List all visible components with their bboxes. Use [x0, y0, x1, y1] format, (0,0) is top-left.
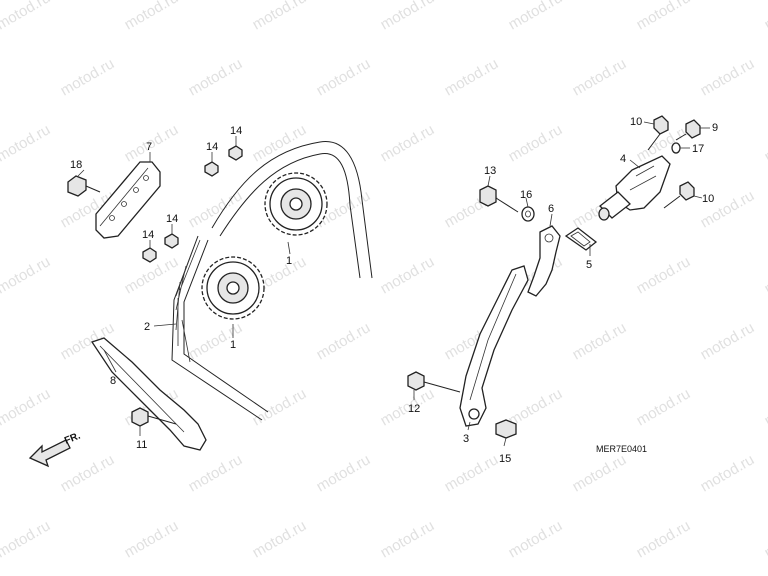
callout-14-b: 14 — [206, 141, 218, 153]
callout-16: 16 — [520, 189, 532, 201]
washer-17[interactable] — [671, 142, 681, 154]
watermark-text: motod.ru — [250, 517, 310, 561]
diagram-code: MER7E0401 — [596, 444, 647, 454]
watermark-text: motod.ru — [0, 253, 53, 297]
bolt-10-lower[interactable] — [663, 181, 695, 209]
cam-sprocket-upper[interactable] — [264, 172, 328, 236]
callout-14-c: 14 — [166, 213, 178, 225]
callout-17: 17 — [692, 143, 704, 155]
callout-3: 3 — [463, 433, 469, 445]
callout-12: 12 — [408, 403, 420, 415]
watermark-text: motod.ru — [762, 517, 768, 561]
watermark-text: motod.ru — [378, 517, 438, 561]
cam-chain-2[interactable] — [171, 141, 373, 421]
watermark-text: motod.ru — [506, 517, 566, 561]
callout-leaders — [77, 121, 710, 447]
callout-5: 5 — [586, 259, 592, 271]
tensioner-pivot-bracket[interactable] — [527, 225, 561, 297]
cam-sprocket-lower[interactable] — [201, 256, 265, 320]
watermark-text: motod.ru — [570, 319, 630, 363]
watermark-text: motod.ru — [58, 55, 118, 99]
bolt-14-c[interactable] — [164, 233, 179, 249]
watermark-text: motod.ru — [698, 319, 758, 363]
watermark-text: motod.ru — [634, 385, 694, 429]
cam-chain-guide-8[interactable] — [90, 337, 207, 451]
watermark-text: motod.ru — [634, 517, 694, 561]
callout-14-a: 14 — [230, 125, 242, 137]
watermark-text: motod.ru — [378, 0, 438, 33]
bolt-10-upper[interactable] — [647, 115, 669, 151]
watermark-text: motod.ru — [186, 451, 246, 495]
watermark-text: motod.ru — [762, 253, 768, 297]
watermark-text: motod.ru — [762, 385, 768, 429]
watermark-text: motod.ru — [378, 121, 438, 165]
watermark-text: motod.ru — [250, 385, 310, 429]
front-direction-arrow: FR. — [28, 430, 82, 468]
tensioner-gasket[interactable] — [564, 227, 598, 251]
watermark-text: motod.ru — [186, 187, 246, 231]
fr-label: FR. — [63, 430, 82, 446]
watermark-text: motod.ru — [378, 253, 438, 297]
watermark-text: motod.ru — [698, 55, 758, 99]
watermark-text: motod.ru — [314, 55, 374, 99]
watermark-text: motod.ru — [186, 55, 246, 99]
bolt-18[interactable] — [67, 175, 101, 197]
watermark-text: motod.ru — [442, 55, 502, 99]
callout-2: 2 — [144, 321, 150, 333]
watermark-text: motod.ru — [250, 0, 310, 33]
watermark-text: motod.ru — [122, 517, 182, 561]
bolt-14-b[interactable] — [204, 161, 219, 177]
callout-10-upper: 10 — [630, 116, 642, 128]
callout-13: 13 — [484, 165, 496, 177]
bolt-14-d[interactable] — [142, 247, 157, 263]
watermark-text: motod.ru — [442, 451, 502, 495]
bolt-15[interactable] — [495, 419, 517, 439]
watermark-text: motod.ru — [122, 0, 182, 33]
watermark-text: motod.ru — [250, 121, 310, 165]
callout-15: 15 — [499, 453, 511, 465]
watermark-text: motod.ru — [698, 451, 758, 495]
watermark-text: motod.ru — [570, 55, 630, 99]
watermark-text: motod.ru — [570, 451, 630, 495]
callout-9: 9 — [712, 122, 718, 134]
watermark-text: motod.ru — [762, 121, 768, 165]
callout-8: 8 — [110, 375, 116, 387]
callout-1-upper: 1 — [286, 255, 292, 267]
watermark-text: motod.ru — [314, 451, 374, 495]
watermark-text: motod.ru — [186, 319, 246, 363]
cam-chain-guide-bracket[interactable] — [95, 161, 161, 239]
washer-16[interactable] — [521, 206, 535, 222]
watermark-text: motod.ru — [762, 0, 768, 33]
watermark-text: motod.ru — [506, 0, 566, 33]
watermark-text: motod.ru — [0, 0, 53, 33]
bolt-14-a[interactable] — [228, 145, 243, 161]
callout-6: 6 — [548, 203, 554, 215]
callout-4: 4 — [620, 153, 626, 165]
watermark-text: motod.ru — [0, 385, 53, 429]
callout-14-d: 14 — [142, 229, 154, 241]
watermark-text: motod.ru — [634, 0, 694, 33]
callout-1-lower: 1 — [230, 339, 236, 351]
cam-chain-tensioner-lifter[interactable] — [598, 155, 671, 221]
watermark-text: motod.ru — [0, 517, 53, 561]
callout-10-lower: 10 — [702, 193, 714, 205]
callouts: 1 1 2 3 4 5 6 7 8 9 10 10 11 12 13 14 14… — [70, 116, 718, 465]
bolt-11[interactable] — [131, 407, 177, 427]
watermark-text: motod.ru — [506, 121, 566, 165]
callout-11: 11 — [136, 439, 147, 451]
bolt-9[interactable] — [675, 119, 701, 141]
watermark-text: motod.ru — [58, 451, 118, 495]
bolt-12[interactable] — [407, 371, 461, 393]
callout-7: 7 — [146, 141, 152, 153]
watermark-text: motod.ru — [314, 319, 374, 363]
callout-18: 18 — [70, 159, 82, 171]
watermark-text: motod.ru — [0, 121, 53, 165]
watermark-text: motod.ru — [634, 253, 694, 297]
cam-chain-tensioner-slider[interactable] — [459, 265, 529, 427]
